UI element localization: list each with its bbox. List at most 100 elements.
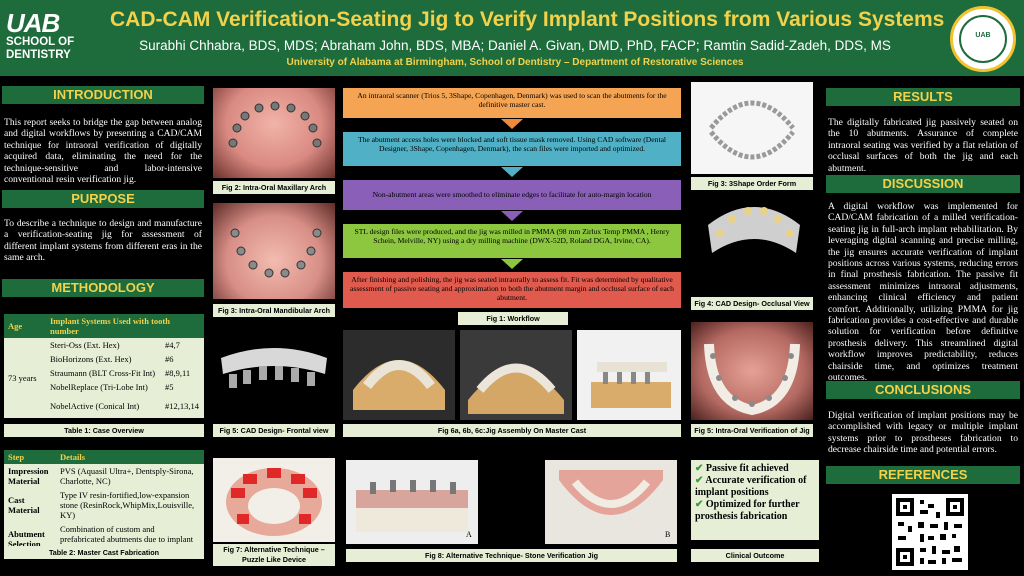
poster-header bbox=[0, 0, 1024, 76]
order-form-image bbox=[691, 82, 813, 174]
puzzle-device-photo bbox=[213, 458, 335, 542]
cad-frontal-view-image bbox=[213, 328, 335, 420]
clinical-outcome-caption: Clinical Outcome bbox=[691, 549, 819, 562]
workflow-arrow-icon bbox=[501, 167, 523, 177]
table-row: NobelReplace (Tri-Lobe Int) bbox=[50, 382, 148, 392]
qr-pattern bbox=[896, 498, 964, 566]
table-row: Cast Material bbox=[8, 495, 40, 515]
outcome-text: Optimized for further prosthesis fabrica… bbox=[695, 499, 800, 522]
stone-jig-photo-a: A bbox=[346, 460, 478, 544]
fig3a-caption: Fig 3: Intra-Oral Mandibular Arch bbox=[213, 304, 335, 317]
maxillary-arch-photo bbox=[213, 88, 335, 178]
fig1-caption: Fig 1: Workflow bbox=[458, 312, 568, 325]
jig-frontal-icon bbox=[221, 348, 327, 388]
fig5a-caption: Fig 5: CAD Design- Frontal view bbox=[213, 424, 335, 437]
introduction-heading: INTRODUCTION bbox=[2, 86, 204, 104]
table2-caption: Table 2: Master Cast Fabrication bbox=[4, 546, 204, 559]
table-row: #4,7 bbox=[164, 340, 180, 350]
table-row: Straumann (BLT Cross-Fit Int) bbox=[50, 368, 156, 378]
logo-uab-text: UAB bbox=[6, 8, 60, 38]
introduction-text: This report seeks to bridge the gap betw… bbox=[4, 117, 202, 186]
cast-icon bbox=[468, 363, 564, 414]
methodology-heading: METHODOLOGY bbox=[2, 279, 204, 297]
logo-school-text: SCHOOL OF bbox=[6, 36, 75, 48]
outcome-text: Passive fit achieved bbox=[705, 463, 789, 474]
table-row: Steri-Oss (Ext. Hex) bbox=[50, 340, 120, 350]
cast-icon bbox=[353, 360, 445, 410]
seal-text: UAB bbox=[975, 32, 991, 39]
table1-age-cell: 73 years bbox=[8, 373, 37, 383]
workflow-arrow-icon bbox=[501, 211, 523, 221]
checkmark-icon: ✔ bbox=[695, 475, 704, 486]
fig6-caption: Fig 6a, 6b, 6c:Jig Assembly On Master Ca… bbox=[343, 424, 681, 437]
workflow-arrow-icon bbox=[501, 259, 523, 269]
master-cast-table: Step Details Impression Material PVS (Aqu… bbox=[4, 450, 204, 556]
jig-intraoral-icon bbox=[704, 343, 800, 416]
puzzle-device-icon bbox=[226, 468, 322, 536]
workflow-arrow-icon bbox=[501, 119, 523, 129]
uab-logo: UAB SCHOOL OF DENTISTRY bbox=[6, 10, 98, 68]
jig-assembly-photo-b bbox=[460, 330, 572, 420]
outcome-text: Accurate verification of implant positio… bbox=[695, 475, 807, 498]
conclusions-text: Digital verification of implant position… bbox=[828, 410, 1018, 456]
jig-assembly-photo-c bbox=[577, 330, 681, 420]
clinical-outcome-box: ✔ Passive fit achieved ✔ Accurate verifi… bbox=[691, 460, 819, 540]
table-row: #5 bbox=[164, 382, 174, 392]
abutment-dots-icon bbox=[230, 228, 322, 278]
table-row: Impression Material bbox=[8, 466, 49, 486]
table2-header-step: Step bbox=[8, 452, 25, 462]
jig-assembly-photo-a bbox=[343, 330, 455, 420]
stone-jig-photo-b: B bbox=[545, 460, 677, 544]
outcome-item: ✔ Passive fit achieved bbox=[695, 463, 815, 475]
seal-inner-ring bbox=[959, 15, 1007, 63]
fig8-caption: Fig 8: Alternative Technique- Stone Veri… bbox=[346, 549, 677, 562]
results-heading: RESULTS bbox=[826, 88, 1020, 106]
workflow-step-3: Non-abutment areas were smoothed to elim… bbox=[343, 180, 681, 210]
cad-occlusal-view-image bbox=[698, 195, 810, 293]
workflow-step-1: An intraoral scanner (Trios 5, 3Shape, C… bbox=[343, 88, 681, 118]
checkmark-icon: ✔ bbox=[695, 463, 704, 474]
outcome-item: ✔ Optimized for further prosthesis fabri… bbox=[695, 499, 815, 523]
tooth-chart-icon bbox=[709, 100, 795, 160]
table-row: #8,9,11 bbox=[164, 368, 191, 378]
table-row: NobelActive (Conical Int) bbox=[50, 401, 140, 411]
poster-title: CAD-CAM Verification-Seating Jig to Veri… bbox=[110, 8, 945, 31]
fig7-caption: Fig 7: Alternative Technique – Puzzle Li… bbox=[213, 544, 335, 566]
qr-code-icon[interactable] bbox=[892, 494, 968, 570]
fig8-label-b: B bbox=[665, 530, 671, 539]
workflow-step-4: STL design files were produced, and the … bbox=[343, 224, 681, 258]
fig3b-caption: Fig 3: 3Shape Order Form bbox=[691, 177, 813, 190]
table1-header-age: Age bbox=[8, 321, 23, 331]
abutment-dots-icon bbox=[228, 101, 322, 148]
poster-affiliation: University of Alabama at Birmingham, Sch… bbox=[286, 57, 744, 68]
poster-authors: Surabhi Chhabra, BDS, MDS; Abraham John,… bbox=[139, 38, 891, 53]
stone-jig-icon bbox=[356, 480, 468, 532]
fig8-label-a: A bbox=[466, 530, 472, 539]
table1-header-systems: Implant Systems Used with tooth number bbox=[50, 316, 170, 336]
logo-dentistry-text: DENTISTRY bbox=[6, 49, 71, 61]
checkmark-icon: ✔ bbox=[695, 499, 704, 510]
purpose-heading: PURPOSE bbox=[2, 190, 204, 208]
table-row: Type IV resin-fortified,low-expansion st… bbox=[60, 490, 195, 520]
results-text: The digitally fabricated jig passively s… bbox=[828, 117, 1018, 174]
jig-occlusal-icon bbox=[708, 207, 800, 253]
case-overview-table: Age Implant Systems Used with tooth numb… bbox=[4, 314, 204, 418]
fig2-caption: Fig 2: Intra-Oral Maxillary Arch bbox=[213, 181, 335, 194]
intraoral-verification-photo bbox=[691, 322, 813, 420]
discussion-text: A digital workflow was implemented for C… bbox=[828, 201, 1018, 384]
workflow-step-2: The abutment access holes were blocked a… bbox=[343, 132, 681, 166]
purpose-text: To describe a technique to design and ma… bbox=[4, 218, 202, 264]
conclusions-heading: CONCLUSIONS bbox=[826, 381, 1020, 399]
stone-jig-icon bbox=[559, 470, 663, 515]
mandibular-arch-photo bbox=[213, 203, 335, 299]
table-row: #12,13,14 bbox=[164, 401, 199, 411]
fig5b-caption: Fig 5: Intra-Oral Verification of Jig bbox=[691, 424, 813, 437]
discussion-heading: DISCUSSION bbox=[826, 175, 1020, 193]
table-row: PVS (Aquasil Ultra+, Dentsply-Sirona, Ch… bbox=[60, 466, 194, 486]
fig4-caption: Fig 4: CAD Design- Occlusal View bbox=[691, 297, 813, 310]
cast-icon bbox=[591, 362, 671, 408]
table2-header-details: Details bbox=[60, 452, 86, 462]
workflow-step-5: After finishing and polishing, the jig w… bbox=[343, 272, 681, 308]
table-row: #6 bbox=[164, 354, 174, 364]
table1-caption: Table 1: Case Overview bbox=[4, 424, 204, 437]
